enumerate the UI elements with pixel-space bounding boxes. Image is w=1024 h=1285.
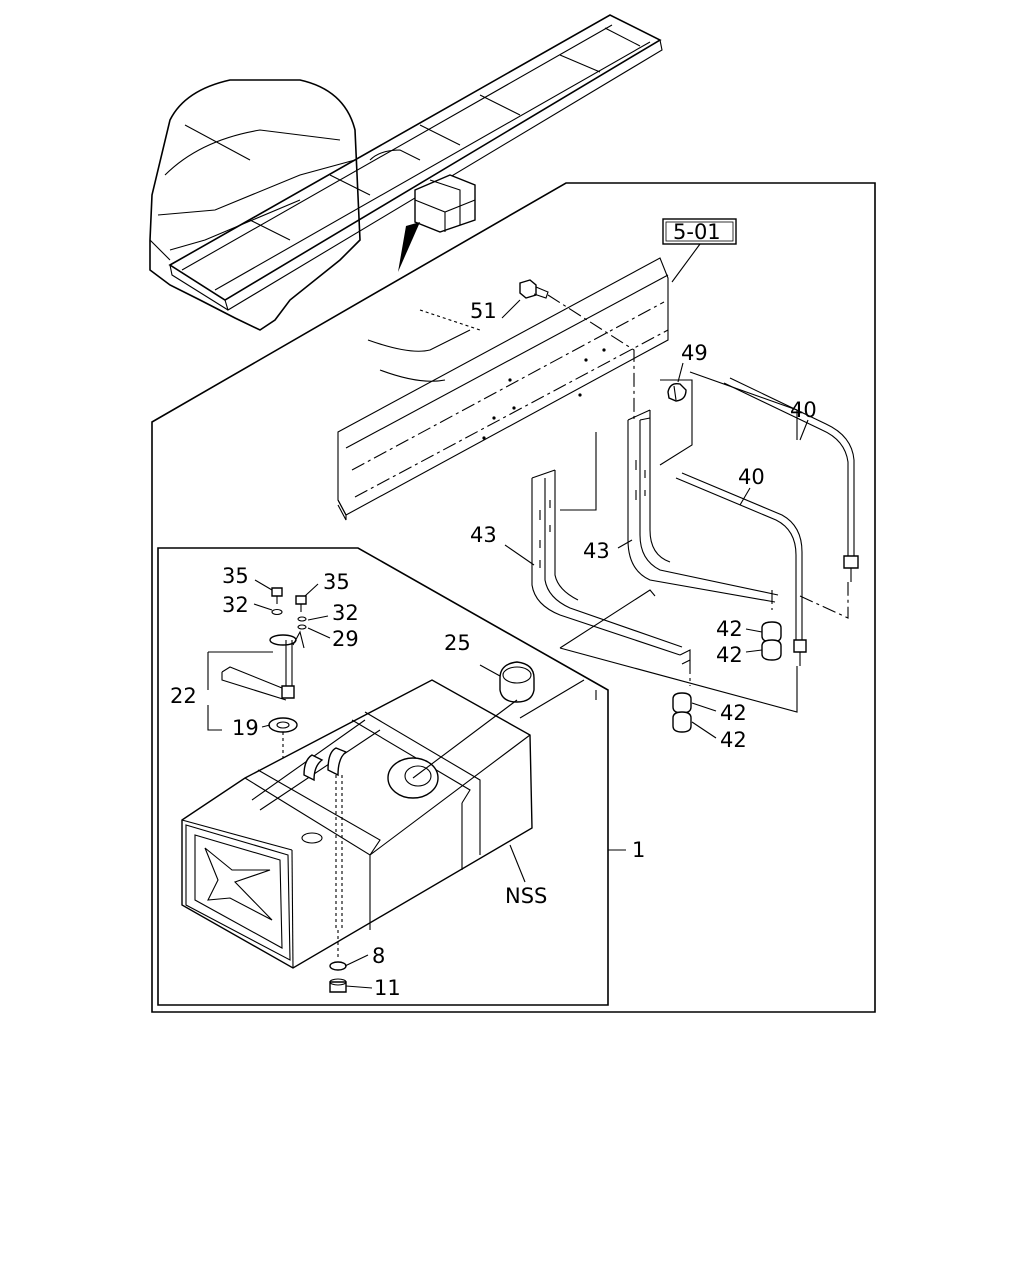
callout-51: 51 [470,299,497,323]
callout-40-rear: 40 [790,398,817,422]
callout-19: 19 [232,716,259,740]
callout-43-front: 43 [470,523,497,547]
callout-49: 49 [681,341,708,365]
reference-label: 5-01 [673,220,721,244]
callout-42-b: 42 [716,643,743,667]
callout-29: 29 [332,627,359,651]
callout-35-right: 35 [323,570,350,594]
bracket-43-rear [627,409,779,603]
callout-42-c: 42 [720,701,747,725]
truck-overview [149,14,663,331]
frame-rail [337,257,669,521]
filler-cap-25 [499,661,535,703]
fuel-tank [181,679,533,969]
reference-box: 5-01 [662,218,737,283]
callout-8: 8 [372,944,385,968]
tank-subframe [157,547,609,1006]
strap-40-front [675,472,807,666]
nut-49 [667,382,687,402]
callout-42-d: 42 [720,728,747,752]
callout-35-left: 35 [222,564,249,588]
detail-frame [151,182,876,1013]
callout-labels: 51 49 40 40 43 43 42 42 42 42 35 35 32 3… [170,299,817,1000]
callout-40-front: 40 [738,465,765,489]
bracket-43-front [531,469,691,665]
callout-32-right: 32 [332,601,359,625]
callout-42-a: 42 [716,617,743,641]
callout-1: 1 [632,838,645,862]
callout-nss: NSS [505,884,547,908]
strap-40-rear [723,377,859,582]
callout-22: 22 [170,684,197,708]
callout-32-left: 32 [222,593,249,617]
leader-lines [253,299,809,989]
nuts-42 [672,621,782,733]
callout-25: 25 [444,631,471,655]
bolt-51 [519,279,635,420]
callout-43-rear: 43 [583,539,610,563]
callout-11: 11 [374,976,401,1000]
